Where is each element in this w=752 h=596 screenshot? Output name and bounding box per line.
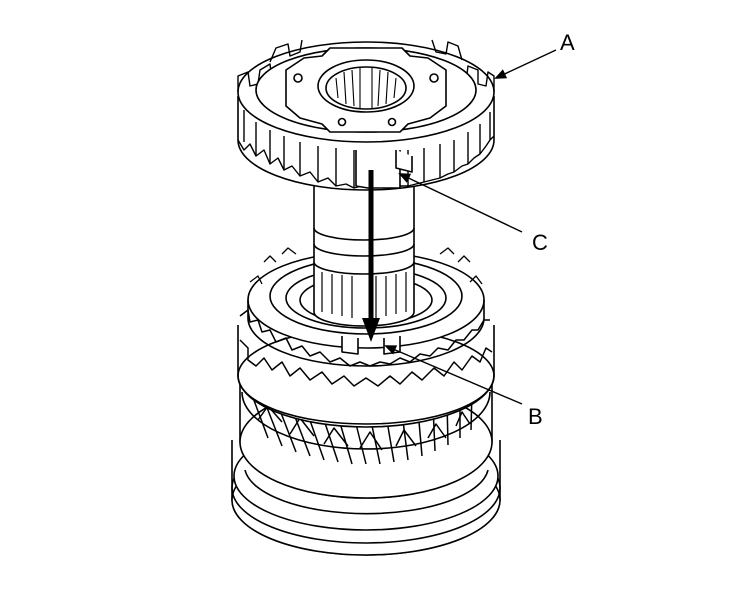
dog-teeth <box>239 309 493 387</box>
alignment-arrow <box>362 170 380 342</box>
callout-b: B <box>528 404 543 429</box>
callout-c: C <box>532 230 548 255</box>
callout-a: A <box>560 30 575 55</box>
leader-lines <box>384 49 557 405</box>
upper-synchro-ring <box>237 39 495 191</box>
synchro-hub <box>237 309 495 428</box>
shaft-splines <box>321 272 407 318</box>
leader-c <box>398 173 523 233</box>
leader-a <box>494 49 557 79</box>
leader-b <box>384 345 523 405</box>
shaft <box>313 186 415 327</box>
